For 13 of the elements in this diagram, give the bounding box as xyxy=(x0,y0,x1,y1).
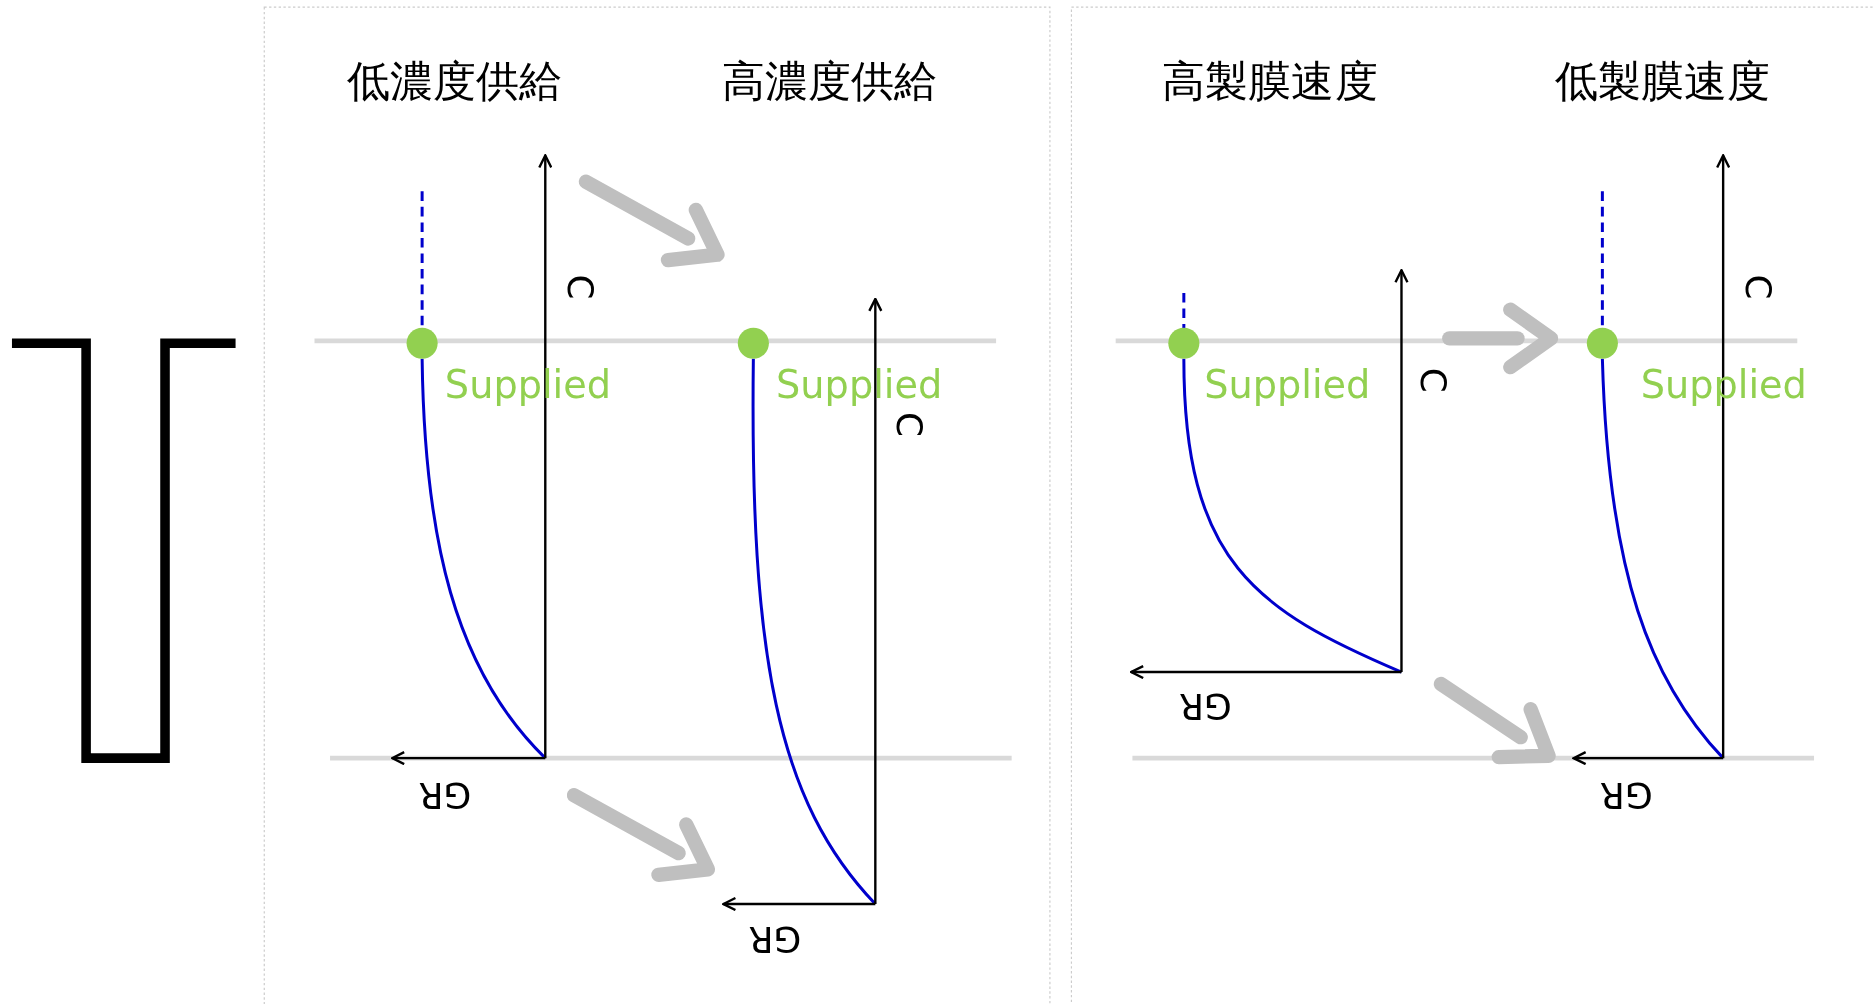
axis-label: GR xyxy=(418,777,472,814)
axis-label: C xyxy=(1739,274,1776,300)
axis-label: GR xyxy=(1179,687,1232,724)
axis-label: GR xyxy=(748,920,802,957)
plot-title: 低製膜速度 xyxy=(1554,59,1770,103)
axis-label: C xyxy=(562,274,598,300)
plot-title: 低濃度供給 xyxy=(346,59,563,103)
curve-label: Supplied xyxy=(1204,365,1371,405)
plot-title: 高製膜速度 xyxy=(1162,59,1378,103)
axis-label: GR xyxy=(1599,777,1653,814)
axis-label: C xyxy=(890,412,927,438)
plot-title: 高濃度供給 xyxy=(722,59,938,103)
axis-label: C xyxy=(1414,367,1451,393)
